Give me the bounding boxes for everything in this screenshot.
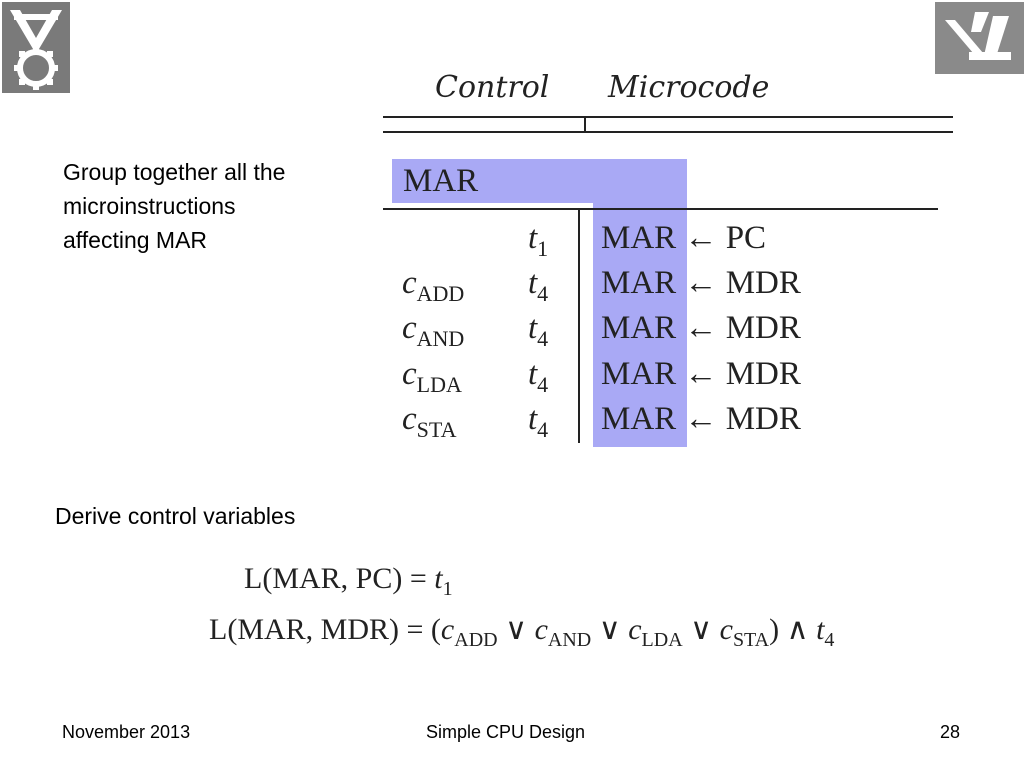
row-transfer: MAR ← MDR — [601, 265, 801, 301]
row-condition: cADD — [402, 265, 465, 306]
row-transfer: MAR ← PC — [601, 220, 767, 256]
note-line: Group together all the — [63, 159, 286, 185]
equation-mar-mdr: L(MAR, MDR) = (cADD ∨ cAND ∨ cLDA ∨ cSTA… — [209, 613, 835, 651]
column-highlight — [593, 203, 687, 447]
row-transfer: MAR ← MDR — [601, 356, 801, 392]
note-line: affecting MAR — [63, 227, 208, 253]
row-condition: cSTA — [402, 401, 457, 442]
header-microcode: Microcode — [608, 70, 770, 105]
group-label: MAR — [403, 163, 479, 199]
note-line: microinstructions — [63, 193, 236, 219]
footer-date: November 2013 — [62, 722, 191, 742]
group-rule — [383, 208, 938, 210]
group-highlight — [392, 159, 687, 203]
row-transfer: MAR ← MDR — [601, 401, 801, 437]
row-time: t4 — [528, 265, 549, 306]
header-control: Control — [435, 70, 550, 105]
derive-note: Derive control variables — [55, 503, 296, 529]
row-condition: cAND — [402, 310, 465, 351]
row-time: t4 — [528, 401, 549, 442]
page-number: 28 — [940, 722, 961, 742]
group-note: Group together all the microinstructions… — [63, 155, 285, 257]
row-time: t4 — [528, 356, 549, 397]
equation-mar-pc: L(MAR, PC) = t1 — [244, 562, 453, 600]
university-logo — [2, 2, 70, 93]
technion-logo — [935, 2, 1024, 74]
header-rule-bottom — [383, 131, 953, 133]
footer-title: Simple CPU Design — [426, 722, 586, 742]
table-divider — [578, 209, 580, 443]
header-rule-top — [383, 116, 953, 118]
row-transfer: MAR ← MDR — [601, 310, 801, 346]
row-condition: cLDA — [402, 356, 462, 397]
row-time: t1 — [528, 220, 549, 261]
row-time: t4 — [528, 310, 549, 351]
header-rule-divider — [584, 116, 586, 133]
